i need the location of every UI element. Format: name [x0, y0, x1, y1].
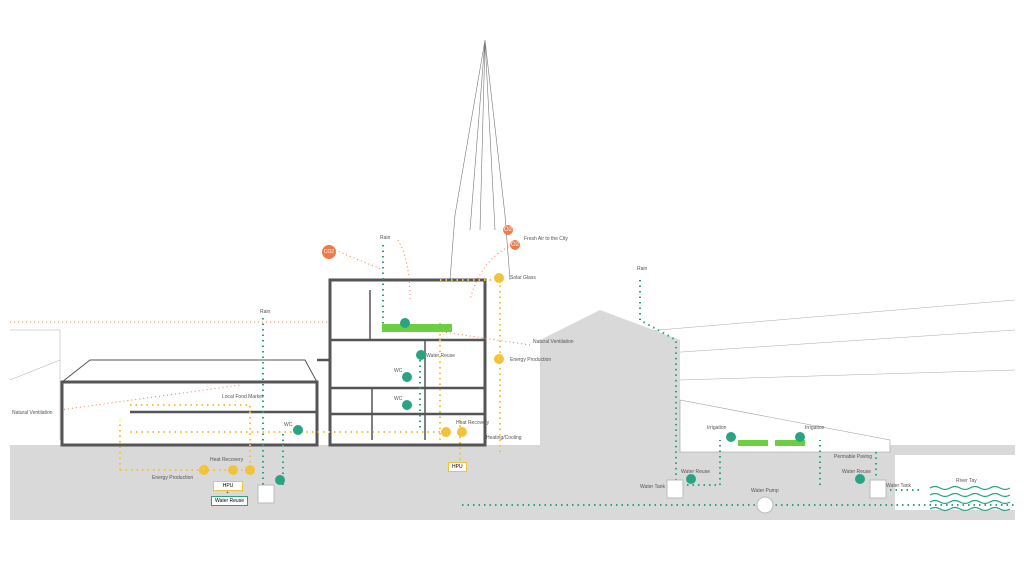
- heat-recovery-icon: [245, 465, 255, 475]
- wc-label: WC: [284, 422, 293, 428]
- wc-icon: [293, 425, 303, 435]
- energy-production-label: Energy Production: [152, 475, 194, 481]
- energy-icon: ⚡: [199, 465, 209, 475]
- water-reuse-label: Water Reuse: [426, 353, 455, 359]
- irrigation-plants: [738, 440, 805, 446]
- air-flow-lines: [10, 239, 531, 411]
- energy-flow-lines: [119, 279, 501, 471]
- water-tank-label: Water Tank: [640, 484, 666, 490]
- plus-label: +: [226, 490, 229, 496]
- irrigation-label: Irrigation: [707, 425, 727, 431]
- rain-label: Rain: [260, 309, 271, 315]
- water-reuse-icon: [686, 474, 696, 484]
- water-reuse-icon: [416, 350, 426, 360]
- green-roof-plants: [382, 324, 452, 332]
- neighbour-building: [540, 310, 680, 445]
- irrigation-icon: [726, 432, 736, 442]
- wc-label: WC: [394, 368, 403, 374]
- co2-icon: CO2: [322, 245, 336, 259]
- rain-label: Rain: [380, 235, 391, 241]
- heat-recovery-label: Heat Recovery: [210, 457, 244, 463]
- water-reuse-label: Water Reuse: [842, 469, 871, 475]
- wc-icon: [402, 400, 412, 410]
- thermometer-icon: [228, 465, 238, 475]
- natural-ventilation-label: Natural Ventilation: [533, 339, 574, 345]
- solar-glass-label: Solar Glass: [510, 275, 536, 281]
- local-food-market-label: Local Food Market: [222, 394, 264, 400]
- energy-production-label: Energy Production: [510, 357, 552, 363]
- river-tay-label: River Tay: [956, 478, 977, 484]
- energy-icon: ⚡: [494, 354, 504, 364]
- river-waves: [929, 485, 1011, 512]
- irrigation-label: Irrigation: [805, 425, 825, 431]
- water-tank-label: Water Tank: [886, 483, 912, 489]
- solar-glass-icon: [494, 273, 504, 283]
- water-reuse-icon: [275, 475, 285, 485]
- fresh-air-label: Fresh Air to the City: [524, 236, 568, 242]
- thermometer-icon: [457, 427, 467, 437]
- hpu-box: HPU: [448, 462, 467, 472]
- water-flow-lines: [262, 245, 1015, 506]
- wc-label: WC: [394, 396, 403, 402]
- irrigation-icon: [400, 318, 410, 328]
- rain-label: Rain: [637, 266, 648, 272]
- ground: [10, 445, 1015, 520]
- water-reuse-label: Water Reuse: [681, 469, 710, 475]
- building-structure: [60, 278, 487, 447]
- irrigation-icon: [795, 432, 805, 442]
- river-area: [895, 455, 1015, 510]
- heating-cooling-label: Heating/Cooling: [486, 435, 522, 441]
- o2-icon: O2: [503, 225, 513, 235]
- water-reuse-icon: [855, 474, 865, 484]
- water-reuse-box: Water Reuse: [211, 496, 248, 506]
- background-lines: [9, 299, 1016, 440]
- natural-ventilation-label: Natural Ventilation: [12, 410, 53, 416]
- water-pump-label: Water Pump: [751, 488, 779, 494]
- spire: [449, 39, 511, 281]
- wc-icon: [402, 372, 412, 382]
- permable-paving-label: Permable Paving: [834, 454, 873, 460]
- o2-icon: O2: [510, 240, 520, 250]
- hpu-box: HPU: [213, 481, 243, 491]
- water-tanks: [257, 479, 887, 514]
- heat-recovery-icon: [441, 427, 451, 437]
- heat-recovery-label: Heat Recovery: [456, 420, 490, 426]
